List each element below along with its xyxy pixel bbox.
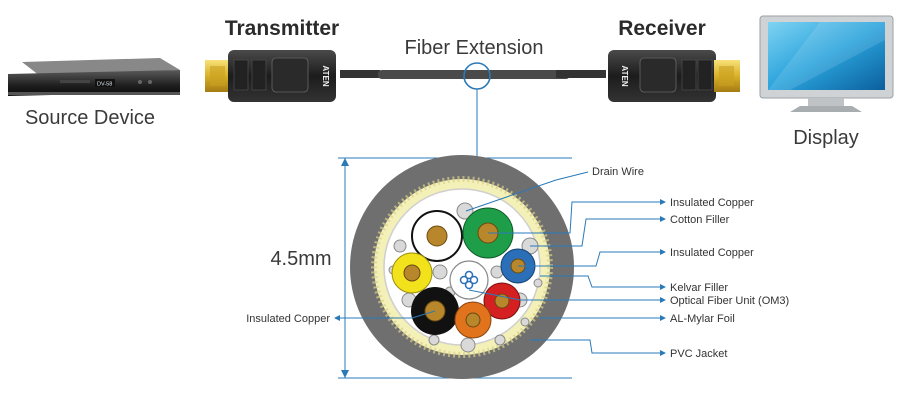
optical-fiber-unit [449,260,489,300]
fiber-extension-label: Fiber Extension [405,37,544,59]
cable-segment-left [340,70,380,78]
transmitter-brand-logo: ATEN [321,65,330,86]
label-insulated-copper-1: Insulated Copper [670,197,754,209]
label-insulated-copper-left: Insulated Copper [246,313,330,325]
transmitter-label: Transmitter [225,17,339,40]
insulated-copper-orange [454,301,492,339]
insulated-copper-white [411,210,463,262]
leader-lines [334,171,666,356]
display-label: Display [793,127,859,149]
insulated-copper-yellow [391,252,433,294]
source-device-icon: DV-58 [8,58,180,96]
receiver-plug: ATEN [608,50,740,102]
label-pvc-jacket: PVC Jacket [670,348,727,360]
cable-segment-right [556,70,606,78]
label-drain-wire: Drain Wire [592,166,644,178]
display-icon [759,15,894,112]
source-device-badge: DV-58 [97,82,112,88]
label-optical-fiber-unit: Optical Fiber Unit (OM3) [670,295,789,307]
label-insulated-copper-2: Insulated Copper [670,247,754,259]
label-al-mylar-foil: AL-Mylar Foil [670,313,735,325]
source-device-label: Source Device [25,107,155,129]
transmitter-plug: ATEN [205,50,336,102]
receiver-brand-logo: ATEN [620,65,629,86]
label-kelvar-filler: Kelvar Filler [670,282,728,294]
label-cotton-filler: Cotton Filler [670,214,730,226]
cable-cross-section [350,155,574,379]
fiber-cable [378,70,570,79]
receiver-label: Receiver [618,17,706,40]
diameter-label: 4.5mm [270,248,331,270]
